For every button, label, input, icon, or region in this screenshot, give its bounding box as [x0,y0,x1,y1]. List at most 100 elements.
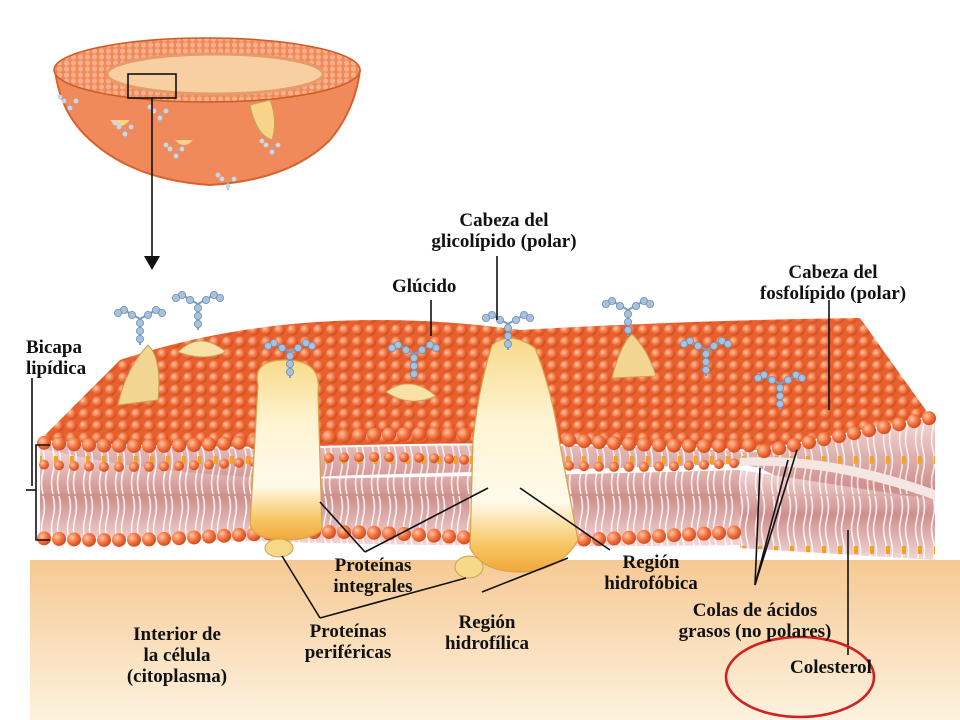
phospholipid-head [817,432,831,447]
phospholipid-head [157,531,171,546]
phospholipid-head [382,526,396,541]
phospholipid-head [352,428,366,443]
phospholipid-head [39,459,49,470]
label-glucido: Glúcido [392,276,457,297]
phospholipid-head [112,438,126,453]
phospholipid-head [82,438,96,453]
phospholipid-head [682,438,696,453]
label-pointers [26,256,849,655]
phospholipid-head [727,438,741,453]
phospholipid-head [592,532,606,547]
phospholipid-head [157,438,171,453]
phospholipid-head [99,461,109,472]
phospholipid-head [682,527,696,542]
phospholipid-head [367,427,381,442]
phospholipid-head [189,460,199,471]
phospholipid-head [727,525,741,540]
label-interior-celula: Interior de la célula (citoplasma) [126,624,228,687]
phospholipid-head [699,459,709,470]
phospholipid-head [772,441,786,456]
phospholipid-head [82,532,96,547]
phospholipid-head [337,429,351,444]
phospholipid-head [54,460,64,471]
phospholipid-head [37,531,51,546]
phospholipid-head [202,529,216,544]
phospholipid-head [579,461,589,472]
label-proteinas-perifericas: Proteínas periféricas [304,621,392,663]
phospholipid-head [67,532,81,547]
phospholipid-head [67,437,81,452]
phospholipid-head [159,461,169,472]
phospholipid-head [397,427,411,442]
phospholipid-head [427,427,441,442]
phospholipid-head [174,460,184,471]
label-region-hidrofilica: Región hidrofílica [444,612,530,654]
phospholipid-head [217,436,231,451]
phospholipid-head [877,420,891,435]
phospholipid-head [352,525,366,540]
phospholipid-head [127,532,141,547]
phospholipid-head [172,438,186,453]
phospholipid-head [369,452,379,463]
zoom-arrow [144,98,160,270]
phospholipid-head [714,459,724,470]
phospholipid-head [712,438,726,453]
phospholipid-head [697,526,711,541]
highlight-circle [724,635,876,719]
phospholipid-head [667,438,681,453]
phospholipid-head [712,526,726,541]
phospholipid-head [37,435,51,450]
phospholipid-head [637,529,651,544]
phospholipid-head [414,452,424,463]
phospholipid-head [607,436,621,451]
phospholipid-head [129,461,139,472]
phospholipid-head [457,530,471,545]
phospholipid-head [562,433,576,448]
phospholipid-head [684,460,694,471]
label-cabeza-fosfolipido: Cabeza del fosfolípido (polar) [759,262,907,304]
phospholipid-head [622,530,636,545]
label-proteinas-integrales: Proteínas integrales [333,555,413,597]
phospholipid-head [802,435,816,450]
phospholipid-head [144,461,154,472]
phospholipid-head [729,458,739,469]
phospholipid-head [442,427,456,442]
phospholipid-head [322,430,336,445]
label-colas-acidos-grasos: Colas de ácidos grasos (no polares) [678,600,832,642]
phospholipid-head [652,529,666,544]
phospholipid-head [652,438,666,453]
phospholipid-head [384,452,394,463]
phospholipid-head [742,438,756,453]
phospholipid-head [412,427,426,442]
phospholipid-head [429,453,439,464]
cytoplasm-area [30,560,960,720]
phospholipid-head [847,426,861,441]
surface-proteins [117,333,657,406]
phospholipid-head [427,528,441,543]
phospholipid-head [382,427,396,442]
phospholipid-head [459,454,469,465]
phospholipid-head [97,438,111,453]
phospholipid-head [594,461,604,472]
phospholipid-head [564,460,574,471]
phospholipid-head [907,414,921,429]
label-colesterol: Colesterol [790,657,872,678]
phospholipid-head [457,427,471,442]
phospholipid-head [187,530,201,545]
phospholipid-head [337,525,351,540]
phospholipid-head [324,452,334,463]
phospholipid-head [697,438,711,453]
phospholipid-head [442,529,456,544]
phospholipid-head [142,438,156,453]
phospholipid-head [757,444,771,459]
phospholipid-head [232,435,246,450]
phospholipid-head [832,429,846,444]
phospholipid-head [609,461,619,472]
phospholipid-head [412,527,426,542]
phospholipid-head [202,437,216,452]
phospholipid-head [142,532,156,547]
label-region-hidrofobica: Región hidrofóbica [604,552,698,594]
phospholipid-head [52,531,66,546]
phospholipid-head [232,527,246,542]
